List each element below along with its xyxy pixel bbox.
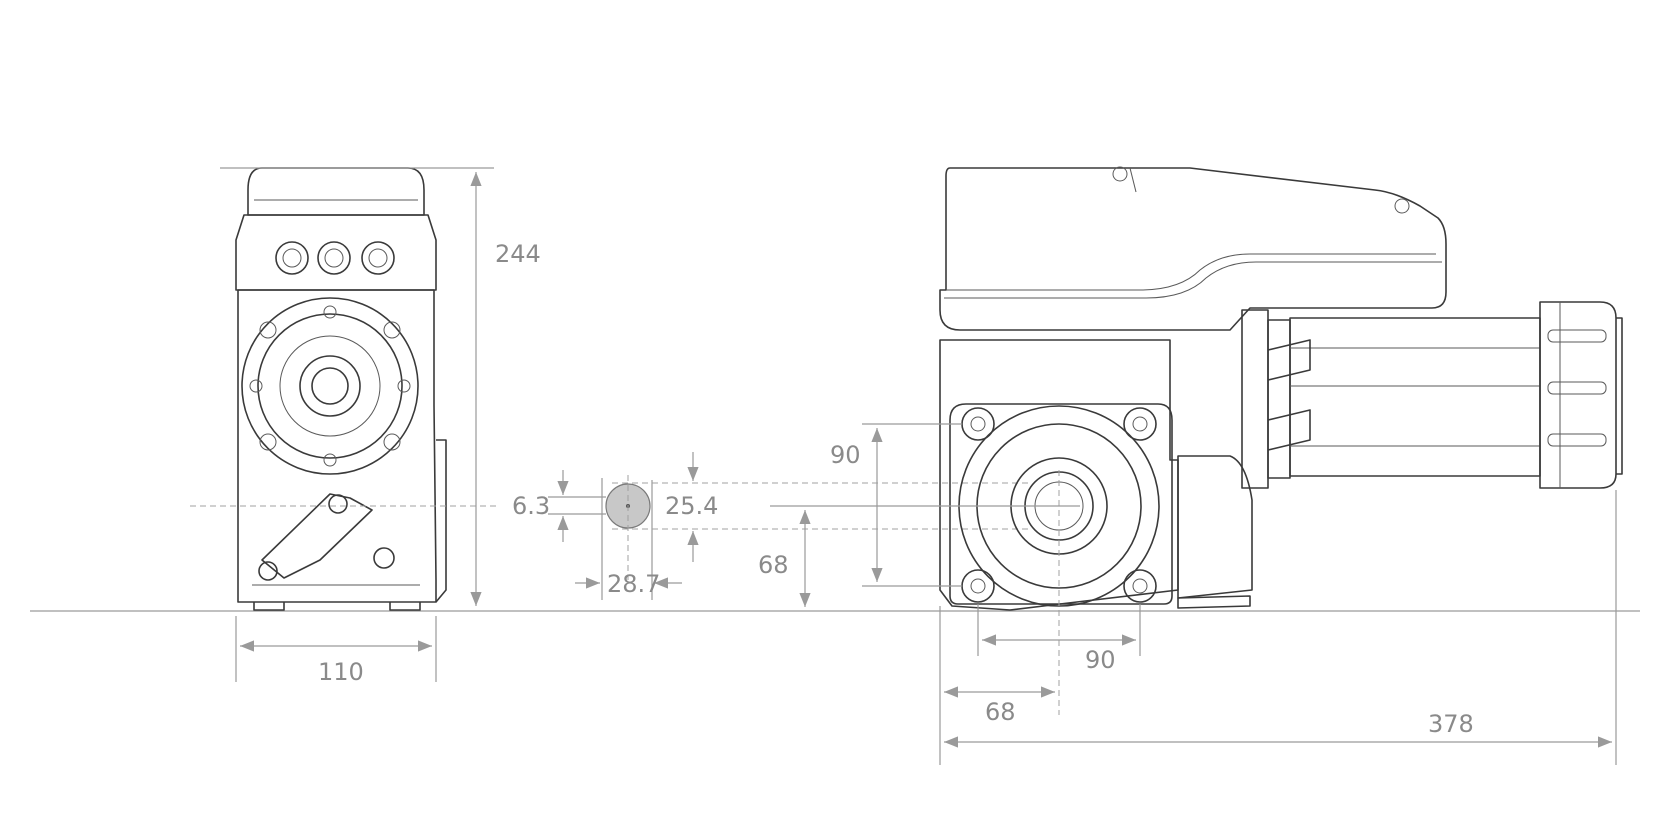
dim-shaft-height: 68 bbox=[758, 551, 789, 579]
dim-bolt-spacing-horizontal: 90 bbox=[1085, 646, 1116, 674]
dim-length-total: 378 bbox=[1428, 710, 1474, 738]
dim-bolt-spacing-vertical: 90 bbox=[830, 441, 861, 469]
dim-width-front: 110 bbox=[318, 658, 364, 686]
shaft-section bbox=[601, 475, 653, 600]
side-view bbox=[939, 166, 1623, 611]
front-view bbox=[235, 167, 447, 611]
dim-shaft-offset: 68 bbox=[985, 698, 1016, 726]
dim-shaft-key-depth: 28.7 bbox=[607, 570, 660, 598]
dim-keyway: 6.3 bbox=[512, 492, 550, 520]
dim-height-total: 244 bbox=[495, 240, 541, 268]
dim-shaft-diameter: 25.4 bbox=[665, 492, 718, 520]
